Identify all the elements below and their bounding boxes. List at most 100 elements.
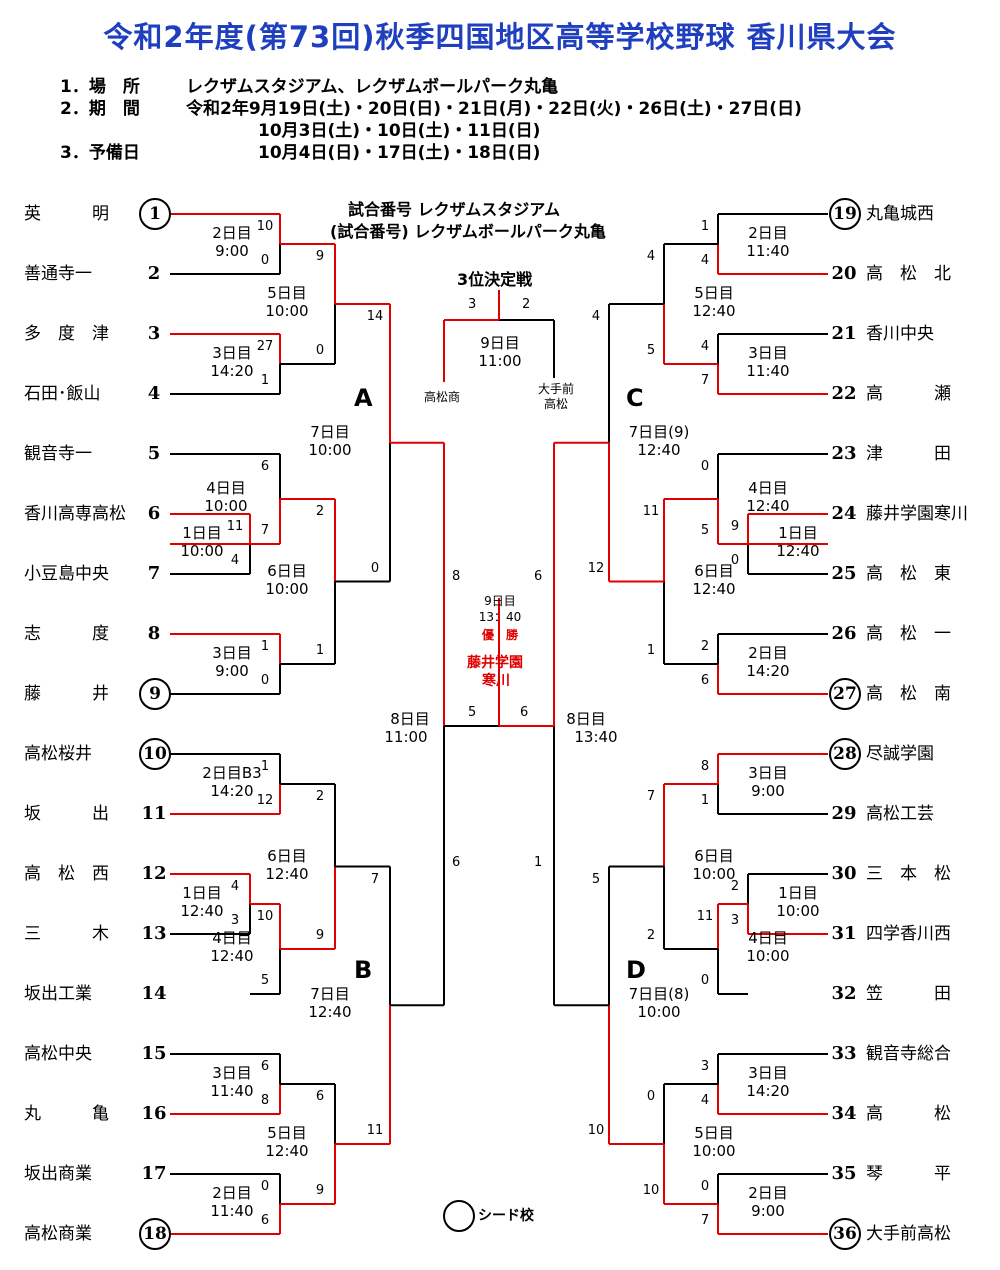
score: 9: [730, 519, 740, 534]
team-number: 25: [831, 563, 857, 584]
team-name: 高松工芸: [866, 804, 934, 824]
score: 5: [468, 705, 477, 720]
game-day: 6日目: [694, 561, 734, 580]
score: 1: [315, 643, 325, 658]
score: 4: [700, 339, 710, 354]
team-number: 22: [831, 383, 857, 404]
block-label-a: A: [354, 384, 373, 412]
score: 4: [646, 249, 656, 264]
score: 6: [520, 705, 529, 720]
score: 2: [315, 504, 325, 519]
team-number: 21: [831, 323, 857, 344]
score: 4: [700, 253, 710, 268]
score: 11: [226, 519, 244, 534]
team-number: 5: [147, 443, 161, 464]
game-time: 10:00: [204, 497, 248, 515]
team-name: 高 松 西: [24, 864, 109, 884]
score: 0: [260, 253, 270, 268]
game-time: 10:00: [692, 864, 736, 883]
score: 0: [700, 1179, 710, 1194]
score: 4: [230, 879, 240, 894]
team-name: 小豆島中央: [24, 564, 109, 584]
score: 11: [696, 909, 714, 924]
block-label-c: C: [626, 384, 644, 412]
team-number: 23: [831, 443, 857, 464]
score: 6: [452, 855, 461, 870]
game-day: 7日目: [310, 985, 350, 1004]
game-day: 9日目: [484, 594, 516, 608]
score: 1: [260, 373, 270, 388]
team-number: 8: [147, 623, 161, 644]
game-time: 12:40: [637, 440, 681, 459]
score: 4: [591, 309, 601, 324]
game-time: 11:40: [746, 242, 790, 260]
game-day: 3日目: [212, 344, 252, 362]
game-day: 4日目: [206, 479, 246, 497]
team-name: 石田･飯山: [24, 384, 101, 404]
game-day: 2日目B3: [202, 764, 262, 782]
game-day: 3日目: [212, 1064, 252, 1082]
game-day: 5日目: [694, 284, 734, 302]
score: 7: [700, 373, 710, 388]
seed-circle: 1: [139, 198, 171, 230]
game-day: 1日目: [182, 884, 222, 902]
game-time: 14:20: [210, 782, 254, 800]
score: 5: [260, 973, 270, 988]
team-name: 笠 田: [866, 984, 951, 1004]
game-day: 3日目: [212, 644, 252, 662]
team-number: 16: [141, 1103, 167, 1124]
score: 3: [700, 1059, 710, 1074]
game-day: 4日目: [748, 929, 788, 947]
score: 6: [260, 1059, 270, 1074]
game-day: 4日目: [212, 929, 252, 947]
team-name: 高 松 北: [866, 264, 951, 284]
champion-name-2: 寒川: [482, 673, 510, 689]
legend-venue-1: 試合番号 レクザムスタジアム: [348, 200, 561, 219]
game-time: 14:20: [746, 662, 790, 680]
venue-label: 1．場 所: [60, 77, 140, 97]
team-name: 琴 平: [866, 1164, 951, 1184]
game-day: 3日目: [748, 1064, 788, 1082]
seed-circle: 28: [829, 738, 861, 770]
team-name: 観音寺総合: [866, 1044, 951, 1064]
score: 0: [260, 673, 270, 688]
game-day: 6日目: [267, 846, 307, 865]
team-name: 高 松 東: [866, 564, 951, 584]
period-value-1: 令和2年9月19日(土)・20日(日)・21日(月)・22日(火)・26日(土)…: [186, 99, 802, 119]
game-day: 2日目: [212, 224, 252, 242]
team-name: 藤 井: [24, 684, 109, 704]
game-time: 12:40: [776, 542, 820, 560]
game-day: 1日目: [182, 524, 222, 542]
game-day: 6日目: [694, 846, 734, 865]
game-time: 11:00: [384, 728, 428, 746]
score: 0: [260, 1179, 270, 1194]
game-day: 7日目(8): [628, 985, 690, 1004]
score: 10: [642, 1183, 660, 1198]
seed-circle: 27: [829, 678, 861, 710]
score: 6: [260, 459, 270, 474]
block-label-b: B: [354, 956, 373, 984]
score: 12: [256, 793, 274, 808]
game-day: 2日目: [748, 224, 788, 242]
score: 6: [315, 1089, 325, 1104]
game-time: 12:40: [265, 1142, 309, 1160]
game-day: 2日目: [748, 1184, 788, 1202]
game-day: 2日目: [212, 1184, 252, 1202]
score: 9: [315, 1183, 325, 1198]
team-number: 35: [831, 1163, 857, 1184]
game-time: 10:00: [692, 1142, 736, 1160]
team-name: 四学香川西: [866, 924, 951, 944]
reserve-label: 3．予備日: [60, 143, 140, 163]
team-name: 坂 出: [24, 804, 109, 824]
team-number: 33: [831, 1043, 857, 1064]
team-number: 12: [141, 863, 167, 884]
score: 2: [646, 928, 656, 943]
score: 7: [700, 1213, 710, 1228]
team-number: 14: [141, 983, 167, 1004]
score: 14: [366, 309, 384, 324]
game-day: 5日目: [694, 1124, 734, 1142]
team-number: 31: [831, 923, 857, 944]
game-day: 4日目: [748, 479, 788, 497]
team-name: 多 度 津: [24, 324, 109, 344]
